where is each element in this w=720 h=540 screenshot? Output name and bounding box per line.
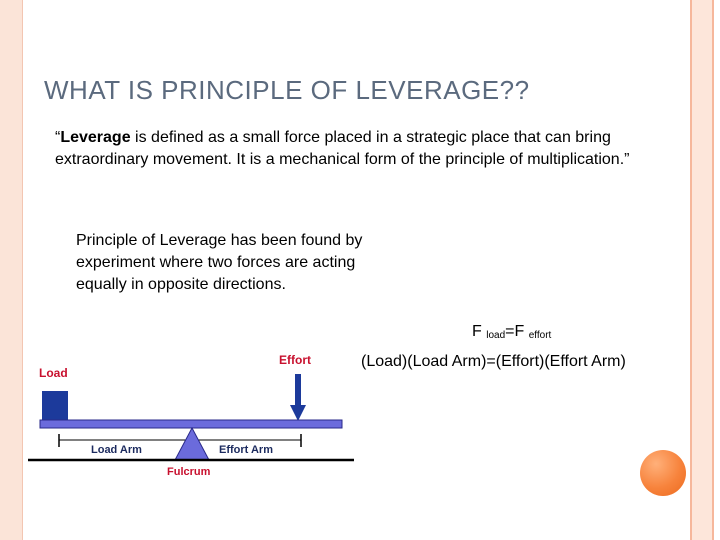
formula-eq: =F [505,323,525,340]
slide-title: WHAT IS PRINCIPLE OF LEVERAGE?? [44,75,530,105]
experiment-paragraph: Principle of Leverage has been found by … [76,232,363,293]
formula-word-equation: (Load)(Load Arm)=(Effort)(Effort Arm) [361,353,626,370]
load-arm-label-bg [89,442,151,455]
load-label: Load [39,366,68,380]
term-leverage: Leverage [60,129,131,146]
load-arm-label: Load Arm [91,444,142,456]
lever-diagram: Load Effort Load Arm Effort Arm Fulcrum [28,353,354,478]
load-box [42,391,68,421]
formula-f1: F [472,323,482,340]
definition-paragraph: “Leverage is defined as a small force pl… [55,127,655,171]
fulcrum-triangle [174,426,210,461]
lever-beam [39,419,343,429]
fulcrum-label: Fulcrum [167,466,211,478]
open-quote: “ [55,129,61,146]
formula-sub-effort: effort [528,330,552,341]
effort-arm-label: Effort Arm [219,444,273,456]
effort-label: Effort [279,353,311,367]
effort-arrow-icon [290,374,306,421]
formula-force-equation: F load=F effort [472,323,551,341]
right-border [686,0,720,540]
effort-arm-label-bg [217,442,285,455]
orange-circle-decoration [640,450,686,496]
left-border [0,0,23,540]
formula-sub-load: load [486,330,506,341]
definition-text: is defined as a small force placed in a … [55,129,630,168]
